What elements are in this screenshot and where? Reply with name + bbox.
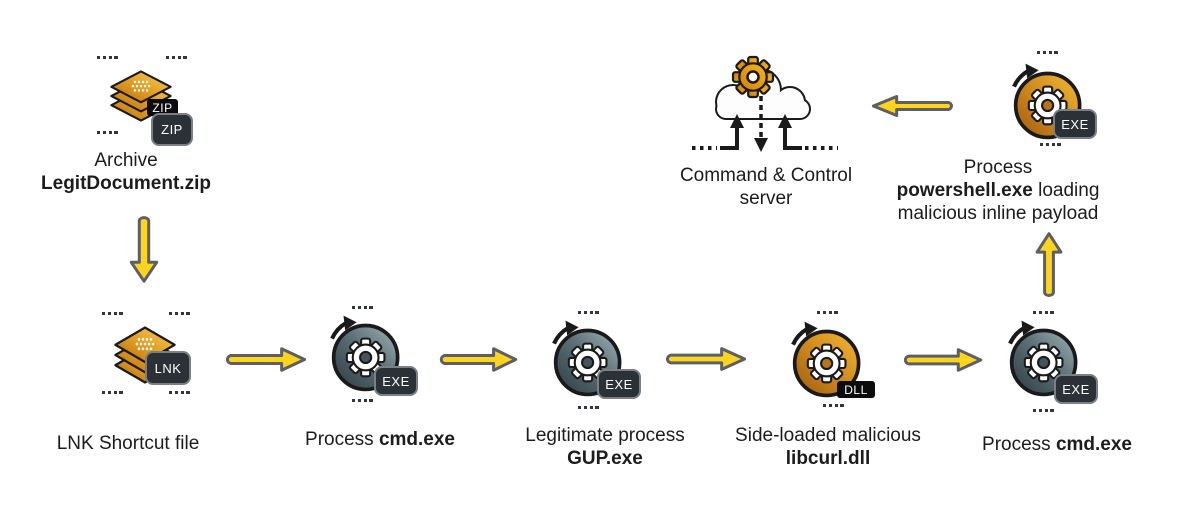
tick-dots <box>578 311 599 315</box>
tick-dots <box>1033 311 1054 315</box>
tick-dots <box>102 391 123 395</box>
zip-badge-small: ZIP <box>147 99 178 116</box>
exe-badge: EXE <box>597 369 641 399</box>
tick-dots <box>97 131 118 135</box>
arrow-cmd-to-gup <box>437 346 519 373</box>
tick-dots <box>1037 51 1058 55</box>
cloud-gear-icon <box>692 55 838 152</box>
label-libcurl: Side-loaded malicious libcurl.dll <box>735 425 921 469</box>
arrow-cmd-to-powershell <box>1034 231 1064 299</box>
arrow-lnk-to-cmd <box>223 346 308 373</box>
tick-dots <box>169 312 190 316</box>
label-powershell: Process powershell.exe loading malicious… <box>896 157 1100 224</box>
tick-dots <box>1033 409 1054 413</box>
tick-dots <box>1040 143 1061 147</box>
label-cmd1: Process cmd.exe <box>305 429 455 450</box>
exe-badge: EXE <box>374 366 418 396</box>
tick-dots <box>817 311 838 315</box>
arrow-archive-to-lnk <box>128 214 160 284</box>
arrow-powershell-to-c2 <box>870 94 956 118</box>
label-archive-type: Archive <box>94 150 158 171</box>
tick-dots <box>169 391 190 395</box>
dll-badge: DLL <box>837 381 875 398</box>
tick-dots <box>823 404 844 408</box>
tick-dots <box>102 312 123 316</box>
exe-badge: EXE <box>1054 374 1098 404</box>
label-cmd2: Process cmd.exe <box>982 434 1132 455</box>
arrow-gup-to-libcurl <box>663 346 748 372</box>
label-gup: Legitimate process GUP.exe <box>525 425 685 469</box>
label-archive: Archive LegitDocument.zip <box>26 149 226 195</box>
process-icon <box>791 321 861 398</box>
tick-dots <box>352 306 373 310</box>
arrow-libcurl-to-cmd <box>901 347 984 373</box>
label-archive-filename: LegitDocument.zip <box>41 173 211 194</box>
lnk-badge: LNK <box>145 351 191 385</box>
label-lnk: LNK Shortcut file <box>56 433 200 454</box>
tick-dots <box>578 406 599 410</box>
tick-dots <box>352 399 373 403</box>
tick-dots <box>166 56 187 60</box>
exe-badge: EXE <box>1053 109 1097 139</box>
label-c2: Command & Control server <box>679 165 853 209</box>
tick-dots <box>97 56 118 60</box>
zip-badge: ZIP <box>151 113 193 146</box>
